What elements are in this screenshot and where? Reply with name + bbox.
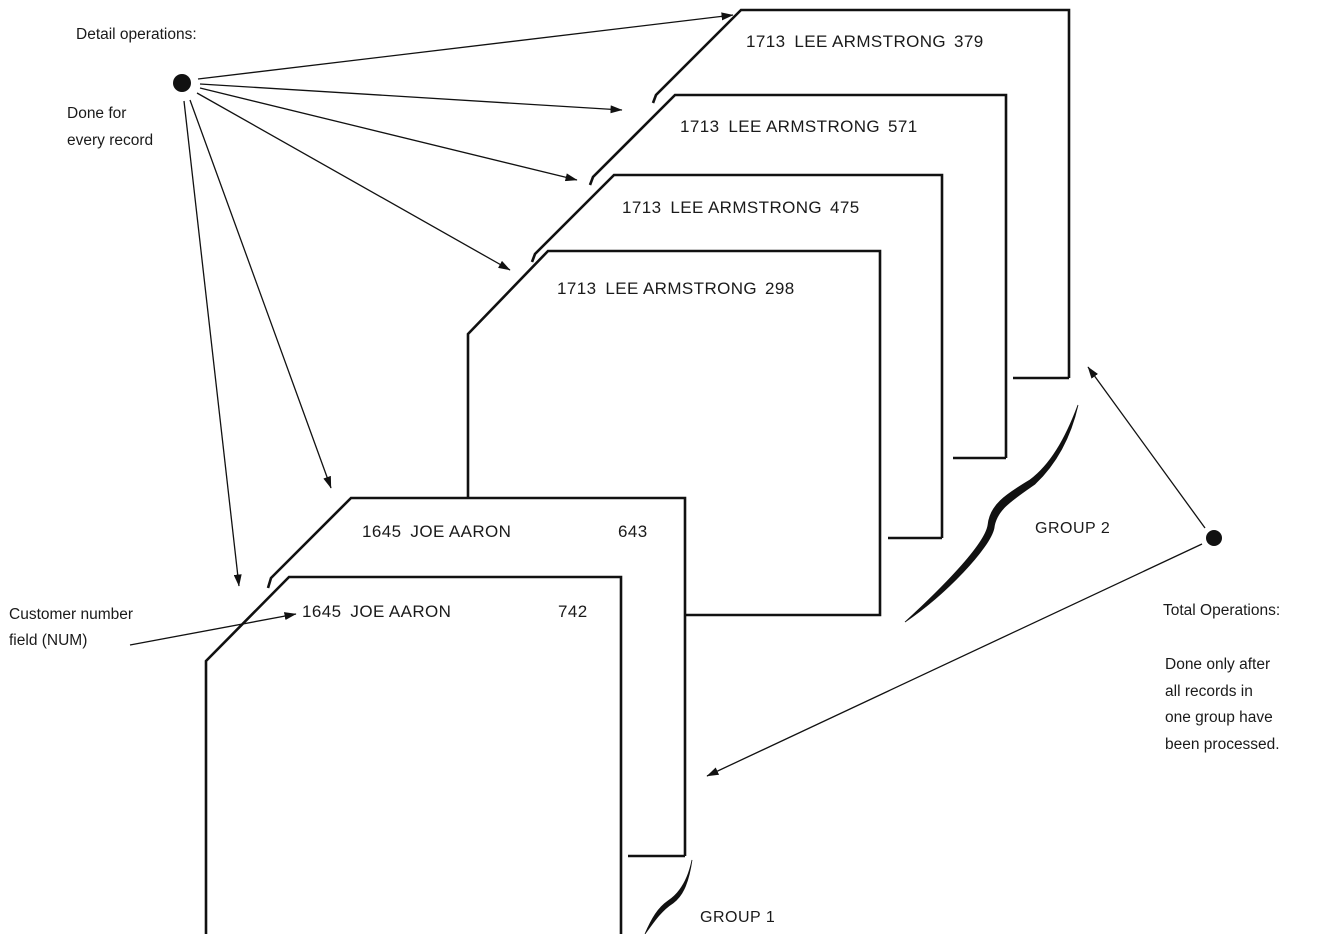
detail-arrows [183, 12, 734, 587]
detail-arrow-card-4 [199, 87, 578, 182]
detail-arrow-card-5 [199, 83, 623, 114]
total-operations-desc-line3: one group have [1165, 709, 1273, 726]
total-operations-desc-line2: all records in [1165, 683, 1253, 700]
detail-operations-desc-line2: every record [67, 132, 153, 149]
group2-label: GROUP 2 [1035, 520, 1110, 537]
detail-operations-desc-line1: Done for [67, 105, 126, 122]
group2-brace [904, 404, 1079, 623]
detail-arrow-card-2 [189, 99, 332, 489]
customer-number-label-line1: Customer number [9, 606, 133, 623]
detail-arrow-card-6 [197, 12, 734, 80]
detail-arrow-card-1 [183, 100, 242, 587]
group1-label: GROUP 1 [700, 909, 775, 926]
field-pointer-arrow [129, 612, 297, 646]
total-operations-desc-line4: been processed. [1165, 736, 1280, 753]
total-operations-dot [1206, 530, 1222, 546]
total-arrow-group1 [706, 543, 1203, 777]
detail-arrow-card-3 [196, 92, 511, 271]
detail-operations-title: Detail operations: [76, 26, 197, 43]
total-operations-desc-line1: Done only after [1165, 656, 1270, 673]
total-arrow-group2 [1087, 366, 1206, 529]
total-operations-title: Total Operations: [1163, 602, 1280, 619]
customer-number-label-line2: field (NUM) [9, 632, 87, 649]
detail-operations-dot [173, 74, 191, 92]
group1-brace [644, 859, 693, 934]
